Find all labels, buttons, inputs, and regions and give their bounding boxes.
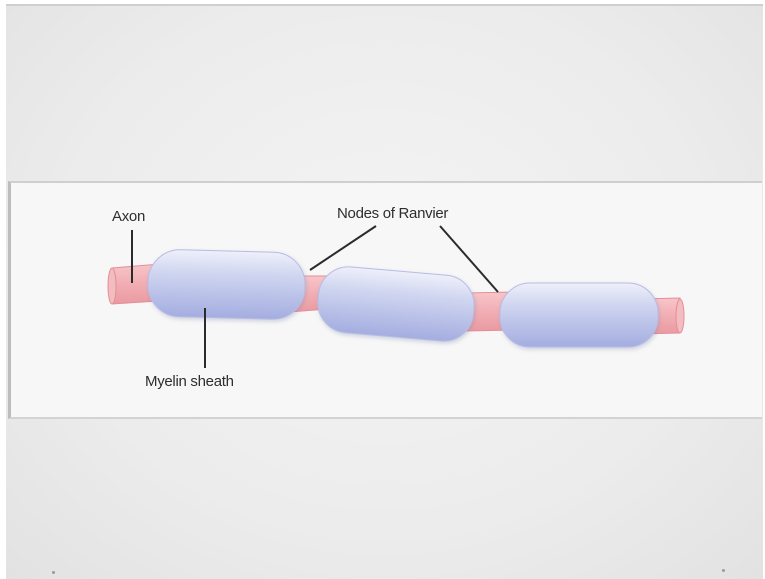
corner-mark-right xyxy=(722,569,725,572)
nodes-leader-line-1 xyxy=(310,226,376,270)
myelin-sheath-segment xyxy=(147,249,306,320)
nodes-of-ranvier-label: Nodes of Ranvier xyxy=(337,205,448,222)
axon-label: Axon xyxy=(112,208,145,225)
myelin-sheaths xyxy=(147,249,658,347)
axon-end-right xyxy=(676,299,684,333)
myelin-sheath-segment xyxy=(500,283,658,347)
myelin-sheath-segment xyxy=(315,264,476,343)
myelin-sheath-label: Myelin sheath xyxy=(145,373,234,390)
axon-end-left xyxy=(108,268,116,304)
corner-mark-left xyxy=(52,571,55,574)
